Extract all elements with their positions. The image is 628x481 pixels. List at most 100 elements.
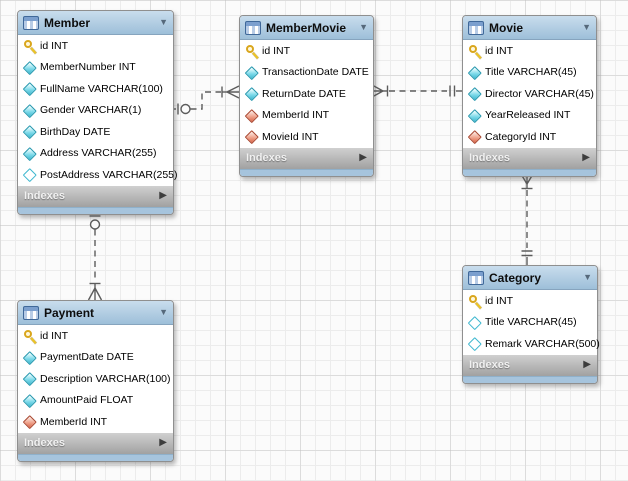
diamond-icon <box>22 60 38 74</box>
diamond-icon <box>467 108 483 122</box>
column-row[interactable]: Gender VARCHAR(1) <box>18 100 173 122</box>
column-row[interactable]: PaymentDate DATE <box>18 347 173 369</box>
column-row[interactable]: MemberId INT <box>18 411 173 433</box>
key-icon <box>244 44 260 58</box>
table-membermovie[interactable]: MemberMovie ▼ id INT TransactionDate DAT… <box>239 15 374 177</box>
column-label: FullName VARCHAR(100) <box>40 82 163 95</box>
diamond-null-icon <box>467 315 483 329</box>
table-bottom-strip <box>240 168 373 176</box>
column-label: TransactionDate DATE <box>262 66 369 79</box>
table-bottom-strip <box>463 168 596 176</box>
relationship-member-payment[interactable] <box>87 212 103 301</box>
table-member[interactable]: Member ▼ id INT MemberNumber INT FullNam… <box>17 10 178 215</box>
column-row[interactable]: ReturnDate DATE <box>240 83 373 105</box>
table-membermovie-header[interactable]: MemberMovie ▼ <box>240 16 373 40</box>
column-row[interactable]: MovieId INT <box>240 126 373 148</box>
table-movie[interactable]: Movie ▼ id INT Title VARCHAR(45) Directo… <box>462 15 597 177</box>
column-row[interactable]: YearReleased INT <box>463 105 596 127</box>
collapse-arrow-icon[interactable]: ▼ <box>159 17 168 27</box>
table-bottom-strip <box>18 206 173 214</box>
column-label: PaymentDate DATE <box>40 351 134 364</box>
column-label: Title VARCHAR(45) <box>485 316 577 329</box>
column-row[interactable]: id INT <box>18 325 173 347</box>
indexes-row[interactable]: Indexes ▶ <box>463 354 597 376</box>
column-row[interactable]: id INT <box>463 40 596 62</box>
table-title: Movie <box>489 20 524 35</box>
indexes-row[interactable]: Indexes ▶ <box>18 432 173 454</box>
column-label: Description VARCHAR(100) <box>40 372 171 385</box>
table-category[interactable]: Category ▼ id INT Title VARCHAR(45) Rema… <box>462 265 600 384</box>
table-icon <box>245 20 261 35</box>
diamond-icon <box>22 125 38 139</box>
table-icon <box>468 20 484 35</box>
table-payment[interactable]: Payment ▼ id INT PaymentDate DATE Descri… <box>17 300 174 462</box>
relationship-membermovie-movie[interactable] <box>371 84 462 98</box>
column-label: id INT <box>40 39 69 52</box>
key-icon <box>22 39 38 53</box>
column-row[interactable]: Title VARCHAR(45) <box>463 62 596 84</box>
table-bottom-strip <box>463 375 597 383</box>
diamond-null-icon <box>467 337 483 351</box>
column-label: id INT <box>485 44 514 57</box>
collapse-arrow-icon[interactable]: ▼ <box>583 272 592 282</box>
indexes-label: Indexes <box>24 190 65 202</box>
indexes-row[interactable]: Indexes ▶ <box>240 147 373 169</box>
diamond-icon <box>467 87 483 101</box>
column-row[interactable]: Director VARCHAR(45) <box>463 83 596 105</box>
table-bottom-strip <box>18 453 173 461</box>
column-row[interactable]: TransactionDate DATE <box>240 62 373 84</box>
expand-arrow-icon[interactable]: ▶ <box>159 437 167 448</box>
column-label: YearReleased INT <box>485 109 571 122</box>
table-category-header[interactable]: Category ▼ <box>463 266 597 290</box>
indexes-label: Indexes <box>246 152 287 164</box>
diamond-icon <box>22 350 38 364</box>
column-row[interactable]: id INT <box>240 40 373 62</box>
expand-arrow-icon[interactable]: ▶ <box>582 152 590 163</box>
table-icon <box>23 305 39 320</box>
relationship-movie-category[interactable] <box>520 173 534 265</box>
diamond-icon <box>244 87 260 101</box>
column-label: Title VARCHAR(45) <box>485 66 577 79</box>
column-label: id INT <box>40 329 69 342</box>
column-row[interactable]: AmountPaid FLOAT <box>18 390 173 412</box>
diamond-icon <box>22 146 38 160</box>
collapse-arrow-icon[interactable]: ▼ <box>582 22 591 32</box>
relationship-member-membermovie[interactable] <box>172 85 240 115</box>
table-payment-header[interactable]: Payment ▼ <box>18 301 173 325</box>
collapse-arrow-icon[interactable]: ▼ <box>359 22 368 32</box>
collapse-arrow-icon[interactable]: ▼ <box>159 307 168 317</box>
column-row[interactable]: PostAddress VARCHAR(255) <box>18 164 178 186</box>
column-row[interactable]: MemberId INT <box>240 105 373 127</box>
diamond-icon <box>244 65 260 79</box>
column-label: id INT <box>262 44 291 57</box>
column-row[interactable]: CategoryId INT <box>463 126 596 148</box>
table-title: MemberMovie <box>266 20 347 35</box>
table-icon <box>23 15 39 30</box>
column-label: MemberNumber INT <box>40 61 136 74</box>
column-row[interactable]: FullName VARCHAR(100) <box>18 78 173 100</box>
expand-arrow-icon[interactable]: ▶ <box>583 359 591 370</box>
diamond-icon <box>22 103 38 117</box>
column-row[interactable]: MemberNumber INT <box>18 57 173 79</box>
column-label: Remark VARCHAR(500) <box>485 337 600 350</box>
indexes-row[interactable]: Indexes ▶ <box>463 147 596 169</box>
column-row[interactable]: Title VARCHAR(45) <box>463 312 597 334</box>
column-label: Director VARCHAR(45) <box>485 87 594 100</box>
indexes-row[interactable]: Indexes ▶ <box>18 185 173 207</box>
diamond-icon <box>467 65 483 79</box>
column-row[interactable]: id INT <box>463 290 597 312</box>
column-row[interactable]: id INT <box>18 35 173 57</box>
column-label: Address VARCHAR(255) <box>40 147 157 160</box>
expand-arrow-icon[interactable]: ▶ <box>359 152 367 163</box>
expand-arrow-icon[interactable]: ▶ <box>159 190 167 201</box>
table-member-header[interactable]: Member ▼ <box>18 11 173 35</box>
key-icon <box>467 44 483 58</box>
column-row[interactable]: Description VARCHAR(100) <box>18 368 173 390</box>
column-row[interactable]: Address VARCHAR(255) <box>18 143 173 165</box>
column-row[interactable]: BirthDay DATE <box>18 121 173 143</box>
column-label: MovieId INT <box>262 130 319 143</box>
table-movie-header[interactable]: Movie ▼ <box>463 16 596 40</box>
table-icon <box>468 270 484 285</box>
column-row[interactable]: Remark VARCHAR(500) <box>463 333 600 355</box>
